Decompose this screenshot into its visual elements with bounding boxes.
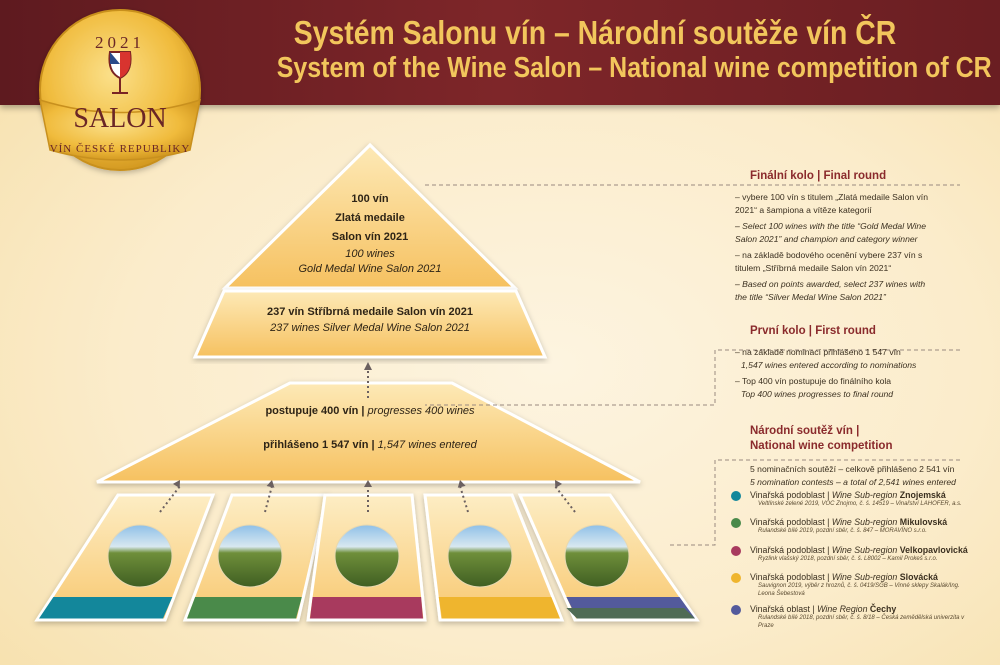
region-color-dot xyxy=(731,573,741,583)
region-card-5 xyxy=(517,493,700,622)
region-title: Vinařská podoblast | Wine Sub-region Slo… xyxy=(750,572,938,582)
vineyard-photo xyxy=(564,524,630,588)
region-title: Vinařská podoblast | Wine Sub-region Vel… xyxy=(750,545,968,555)
region-detail: Ryzlink vlašský 2018, pozdní sběr, č. š.… xyxy=(758,556,938,562)
arrow-head-icon xyxy=(172,480,180,489)
region-color-strip xyxy=(438,597,560,619)
final-round-heading: Finální kolo | Final round xyxy=(750,170,887,182)
region-color-dot xyxy=(731,546,741,556)
arrow-up xyxy=(554,485,576,513)
first-round-list: – na základě nominací přihlášeno 1 547 v… xyxy=(735,347,917,399)
region-detail: Sauvignon 2019, výběr z hroznů, č. š. 04… xyxy=(758,583,960,597)
vineyard-photo xyxy=(107,524,173,588)
vineyard-photo xyxy=(334,524,400,588)
region-title: Vinařská podoblast | Wine Sub-region Zno… xyxy=(750,490,946,500)
arrow-up xyxy=(159,485,181,513)
silver-medal-label: 237 vín Stříbrná medaile Salon vín 2021 … xyxy=(266,306,474,334)
first-round-heading: První kolo | First round xyxy=(750,325,876,337)
arrow-head-icon xyxy=(555,480,563,489)
logo-name: SALON xyxy=(73,103,166,134)
region-card-2 xyxy=(182,493,329,622)
legend-item: Vinařská oblast | Wine Region Čechy Rula… xyxy=(731,604,991,630)
region-detail: Rulandské bílé 2019, pozdní sběr, č. š. … xyxy=(758,528,927,534)
gold-medal-label: 100 vín Zlatá medaile Salon vín 2021 100… xyxy=(298,193,442,275)
region-color-dot xyxy=(731,518,741,528)
region-color-dot xyxy=(731,491,741,501)
national-summary: 5 nominačních soutěží – celkově přihláše… xyxy=(750,464,956,487)
pyramid-middle-silver xyxy=(192,289,548,359)
region-color-dot xyxy=(731,605,741,615)
pyramid-first-round xyxy=(96,381,641,484)
legend-item: Vinařská podoblast | Wine Sub-region Mik… xyxy=(731,517,991,535)
region-detail: Veltlínské zelené 2019, VOC Znojmo, č. š… xyxy=(758,501,962,507)
arrow-head-icon xyxy=(457,480,466,488)
vineyard-photo xyxy=(217,524,283,588)
final-round-list: – vybere 100 vín s titulem „Zlatá medail… xyxy=(735,192,928,302)
title-cz: Systém Salonu vín – Národní soutěže vín … xyxy=(293,14,897,51)
legend-item: Vinařská podoblast | Wine Sub-region Slo… xyxy=(731,572,991,598)
vineyard-photo xyxy=(447,524,513,588)
region-card-4 xyxy=(423,493,565,622)
salon-logo: 2021 SALON VÍN ČESKÉ REPUBLIKY xyxy=(39,9,201,171)
region-color-strip xyxy=(187,597,302,619)
region-title: Vinařská podoblast | Wine Sub-region Mik… xyxy=(750,517,948,527)
dashed-connectors xyxy=(425,184,960,546)
region-color-strip xyxy=(39,597,173,619)
logo-ribbon xyxy=(39,98,201,161)
logo-subtitle: VÍN ČESKÉ REPUBLIKY xyxy=(50,143,191,155)
logo-year: 2021 xyxy=(95,33,145,52)
entered-label: přihlášeno 1 547 vín | 1,547 wines enter… xyxy=(263,439,477,451)
national-heading: Národní soutěž vín |National wine compet… xyxy=(750,425,893,452)
legend-item: Vinařská podoblast | Wine Sub-region Vel… xyxy=(731,545,991,563)
arrow-head-icon xyxy=(266,480,275,488)
arrow-head-icon xyxy=(364,480,372,487)
region-title: Vinařská oblast | Wine Region Čechy xyxy=(750,604,897,614)
legend-item: Vinařská podoblast | Wine Sub-region Zno… xyxy=(731,490,991,508)
progress-label: postupuje 400 vín | progresses 400 wines xyxy=(265,405,475,417)
region-detail: Rulandské bílé 2018, pozdní sběr, č. š. … xyxy=(758,615,965,629)
region-card-1 xyxy=(34,493,216,622)
region-color-strip xyxy=(310,597,423,619)
pyramid-top-gold xyxy=(221,142,519,290)
title-en: System of the Wine Salon – National wine… xyxy=(276,52,992,84)
region-card-3 xyxy=(306,493,427,622)
